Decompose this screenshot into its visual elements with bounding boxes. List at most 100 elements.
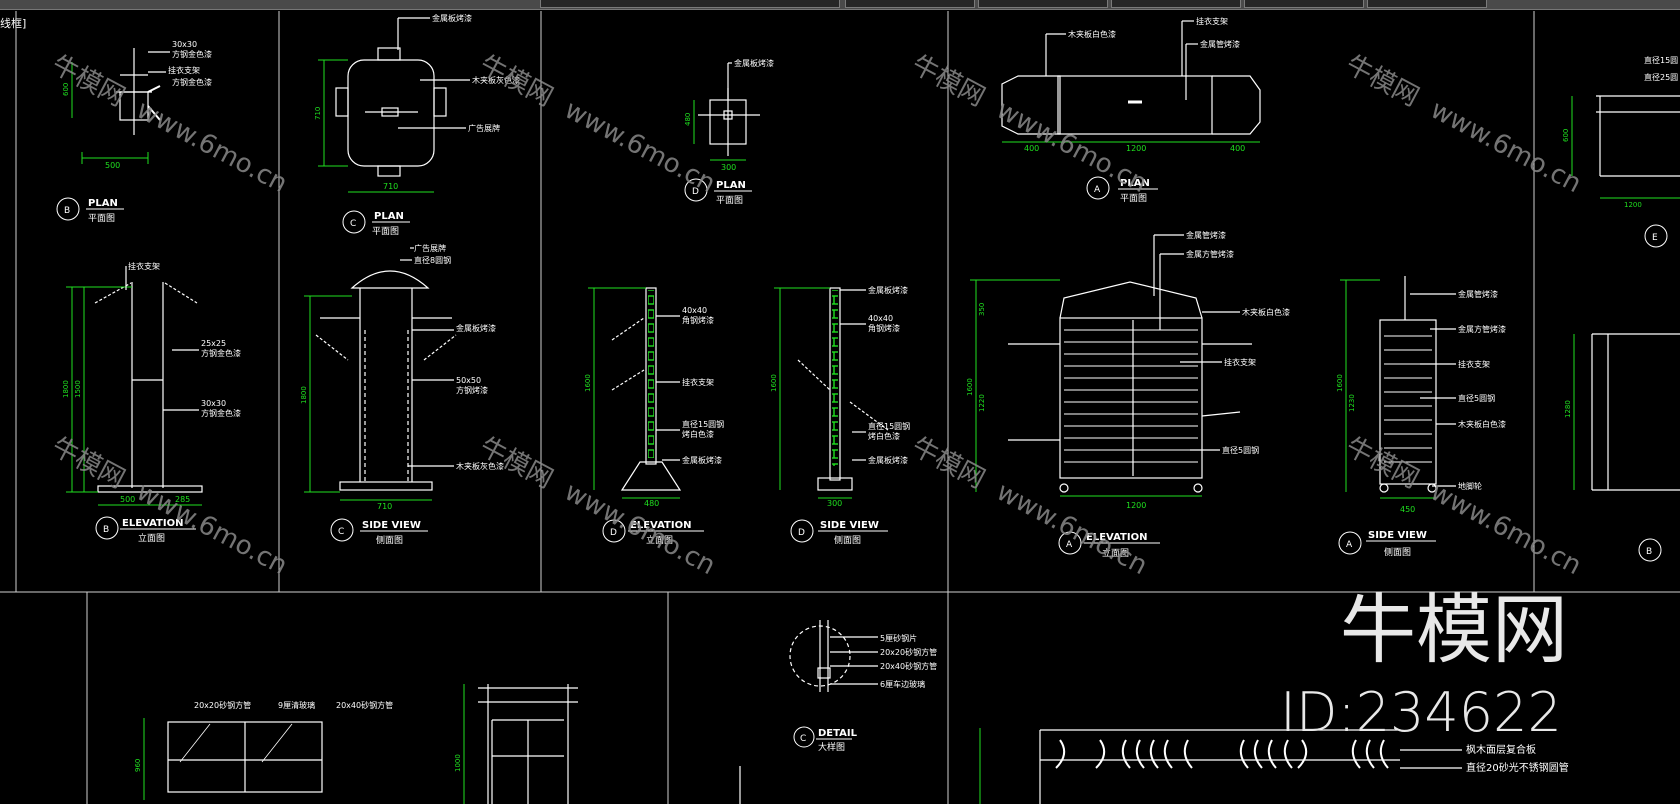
vertical-dim-text: 600 1800 1500 710 1800 480 1600 1600 160… [62, 83, 1642, 772]
title-d-side: D SIDE VIEW 侧面图 [790, 519, 888, 546]
note-text: 金属板烤漆 [432, 13, 472, 23]
watermark-text: 牛模网 [47, 432, 130, 495]
dim-text: 710 [383, 182, 398, 191]
title-a-side: A SIDE VIEW 侧面图 [1338, 530, 1436, 558]
dim-text: 400 [1024, 144, 1039, 153]
view-title: SIDE VIEW [1368, 530, 1427, 541]
watermark-text: www.6mo.cn [1425, 477, 1586, 581]
watermark-text: www.6mo.cn [559, 95, 720, 199]
panel-b-text: 30x30 方钢金色漆 挂衣支架 方钢金色漆 500 挂衣支架 25x25 方钢… [105, 40, 241, 504]
note-text: 5厘砂钢片 [880, 633, 917, 643]
view-subtitle: 侧面图 [376, 534, 403, 546]
note-text: 枫木面层复合板 [1466, 743, 1536, 756]
bubble-letter: B [64, 206, 70, 216]
view-title: ELEVATION [630, 520, 691, 531]
panel-b-drawings [94, 48, 203, 493]
note-text: 方钢金色漆 [172, 49, 212, 59]
note-text: 金属板烤漆 [682, 455, 722, 465]
note-text: 木夹板白色漆 [1458, 419, 1506, 429]
dim-text: 300 [827, 499, 842, 508]
watermark-text: 牛模网 [475, 432, 558, 495]
watermark-layer: 牛模网 www.6mo.cn 牛模网 www.6mo.cn 牛模网 www.6m… [47, 50, 1586, 582]
file-tab[interactable] [845, 0, 975, 8]
dim-text: 710 [314, 107, 322, 120]
panel-a-drawings [1001, 75, 1437, 493]
note-text: 广告展牌 [414, 243, 446, 253]
panel-d-dims [588, 100, 852, 499]
viewport-style-label[interactable]: 线框] [0, 17, 27, 30]
note-text: 广告展牌 [468, 123, 500, 133]
dim-text: 1200 [1624, 201, 1642, 209]
note-text: 6厘车边玻璃 [880, 679, 925, 689]
note-text: 方钢金色漆 [172, 77, 212, 87]
panel-c-leaders [397, 17, 470, 467]
dim-text: 1230 [1348, 394, 1356, 412]
bottom-text: 20x20砂钢方管 9厘清玻璃 20x40砂钢方管 5厘砂钢片 20x20砂钢方… [194, 633, 937, 710]
panel-b-dims [66, 62, 202, 506]
note-text: 木夹板灰色漆 [456, 461, 504, 471]
note-text: 直径8圆钢 [414, 255, 451, 265]
file-tab[interactable] [1111, 0, 1241, 8]
title-detail: C DETAIL 大样图 [793, 726, 858, 753]
title-d-elevation: D ELEVATION 立面图 [602, 519, 704, 546]
bubble-letter: C [338, 527, 344, 537]
note-text: 30x30 [201, 399, 226, 408]
watermark-id: ID:234622 [1280, 681, 1562, 744]
panel-d-drawings [611, 88, 889, 491]
dim-text: 1280 [1564, 400, 1572, 418]
dim-text: 480 [644, 499, 659, 508]
file-tab[interactable] [1244, 0, 1364, 8]
note-text: 20x20砂钢方管 [880, 647, 937, 657]
bottom-dims [143, 684, 981, 804]
title-d-plan: D PLAN 平面图 [684, 178, 752, 206]
bubble-letter: C [350, 219, 356, 229]
note-text: 角钢烤漆 [682, 315, 714, 325]
view-title: ELEVATION [1086, 532, 1147, 543]
note-text: 挂衣支架 [1458, 359, 1490, 369]
note-text: 木夹板白色漆 [1242, 307, 1290, 317]
panel-a-text: 木夹板白色漆 挂衣支架 金属管烤漆 400 1200 400 金属管烤漆 金属方… [1024, 16, 1506, 514]
note-text: 地脚轮 [1458, 481, 1482, 491]
view-subtitle: 平面图 [88, 213, 115, 224]
dim-text: 500 [120, 495, 135, 504]
dim-text: 600 [62, 83, 70, 96]
dim-text: 350 [978, 303, 986, 316]
note-text: 方钢金色漆 [201, 408, 241, 418]
file-tab[interactable] [540, 0, 840, 8]
dim-text: 1600 [584, 374, 592, 392]
dim-text: 710 [377, 502, 392, 511]
file-tab[interactable] [1367, 0, 1487, 8]
dim-text: 1600 [966, 378, 974, 396]
panel-d-leaders [656, 62, 866, 461]
bubble-letter: A [1094, 185, 1101, 195]
note-text: 方钢烤漆 [456, 385, 488, 395]
file-tab[interactable] [978, 0, 1108, 8]
title-a-plan: A PLAN 平面图 [1086, 176, 1158, 204]
bottom-drawings [167, 620, 1400, 804]
dim-text: 500 [105, 161, 120, 170]
bubble-letter: D [610, 528, 617, 538]
bubble-letter: E [1652, 233, 1658, 243]
view-subtitle: 平面图 [716, 195, 743, 206]
view-title: PLAN [1120, 178, 1150, 189]
note-text: 直径15圆钢 [682, 419, 724, 429]
panel-e-dims [1571, 96, 1680, 490]
panel-e-drawings [1591, 95, 1680, 491]
watermark-text: 牛模网 [47, 50, 130, 113]
dim-text: 1500 [74, 380, 82, 398]
dim-text: 600 [1562, 129, 1570, 142]
note-text: 金属管烤漆 [1458, 289, 1498, 299]
view-titles: B PLAN 平面图 B ELEVATION 立面图 C PLAN 平面图 C … [56, 176, 1668, 753]
title-c-plan: C PLAN 平面图 [342, 210, 410, 237]
dim-text: 400 [1230, 144, 1245, 153]
dim-text: 1200 [1126, 144, 1146, 153]
panel-a-leaders [1045, 20, 1456, 487]
view-subtitle: 立面图 [646, 534, 673, 546]
note-text: 挂衣支架 [128, 261, 160, 271]
note-text: 挂衣支架 [1224, 357, 1256, 367]
panel-b-leaders [125, 51, 199, 411]
title-e-plan-partial: E [1644, 224, 1668, 248]
view-title: ELEVATION [122, 518, 183, 529]
note-text: 挂衣支架 [1196, 16, 1228, 26]
